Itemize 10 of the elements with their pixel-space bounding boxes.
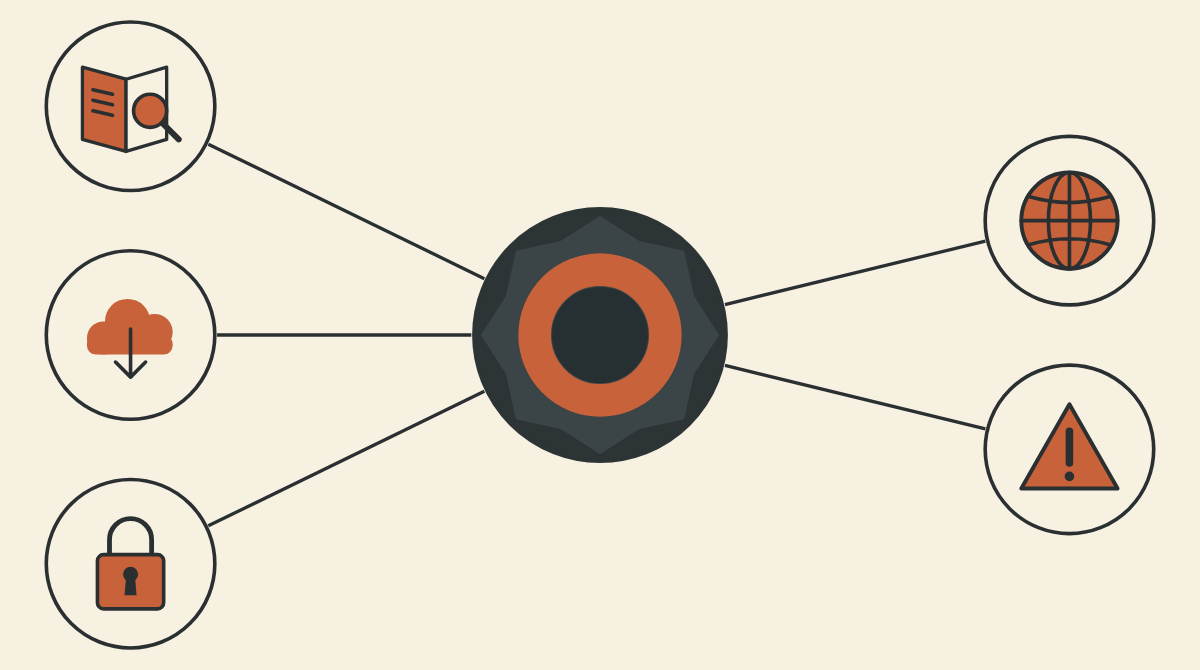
connector-line xyxy=(724,239,986,307)
connector-line xyxy=(217,333,472,337)
icon-circle xyxy=(983,363,1156,536)
connector-line xyxy=(207,142,486,281)
icon-circle xyxy=(44,20,217,193)
connector-line xyxy=(207,389,486,528)
connector-line xyxy=(724,363,986,431)
icon-circle xyxy=(44,248,217,422)
icon-circle xyxy=(44,477,217,650)
icon-circle xyxy=(983,134,1156,307)
